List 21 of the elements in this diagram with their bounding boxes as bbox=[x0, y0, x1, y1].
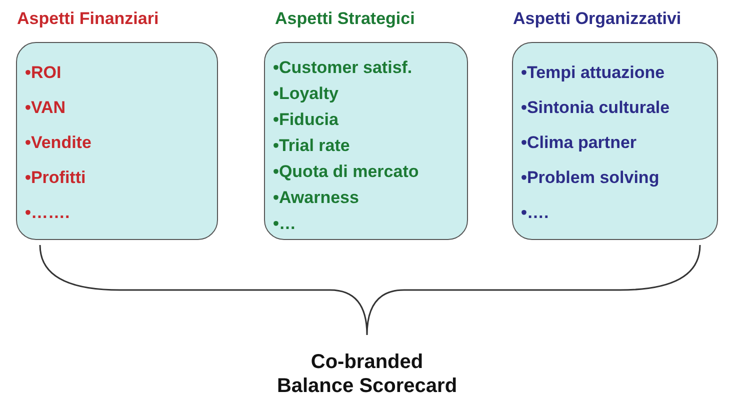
list-item: •Customer satisf. bbox=[273, 57, 414, 79]
column-heading: Aspetti Strategici bbox=[275, 9, 415, 29]
list-item: •Trial rate bbox=[273, 135, 351, 157]
list-item: •VAN bbox=[25, 97, 67, 119]
list-item: •Clima partner bbox=[521, 132, 638, 154]
list-item: •Sintonia culturale bbox=[521, 97, 670, 119]
list-item: •Tempi attuazione bbox=[521, 62, 666, 84]
list-item: •Vendite bbox=[25, 132, 92, 154]
list-item: •Fiducia bbox=[273, 109, 340, 131]
list-item: •Problem solving bbox=[521, 167, 660, 189]
list-item: •Quota di mercato bbox=[273, 161, 419, 183]
list-item: •Loyalty bbox=[273, 83, 340, 105]
list-item: •Profitti bbox=[25, 167, 87, 189]
list-item: •ROI bbox=[25, 62, 62, 84]
list-item: •Awarness bbox=[273, 187, 360, 209]
list-item: •… bbox=[273, 213, 297, 235]
column-heading: Aspetti Organizzativi bbox=[513, 9, 682, 29]
list-item: •…. bbox=[521, 202, 550, 224]
caption: Co-branded Balance Scorecard bbox=[276, 350, 458, 398]
column-heading: Aspetti Finanziari bbox=[17, 9, 159, 29]
list-item: •……. bbox=[25, 202, 71, 224]
